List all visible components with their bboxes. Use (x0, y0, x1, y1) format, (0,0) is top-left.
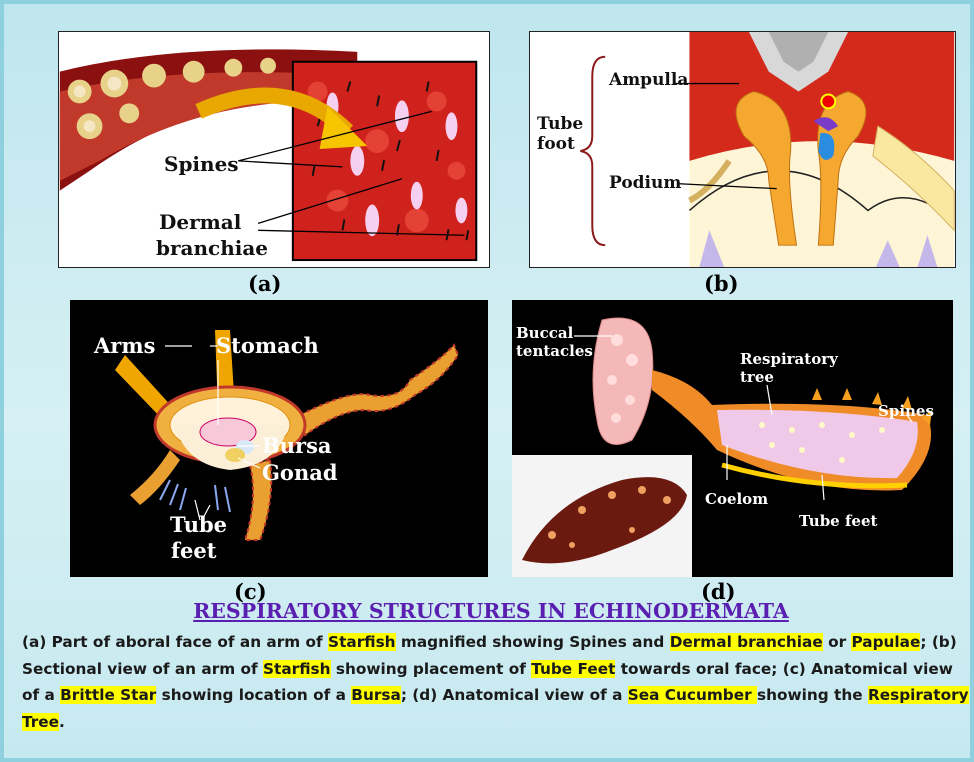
panel-a-starfish-aboral: Spines Dermal branchiae (58, 31, 490, 268)
caption-highlight: Brittle Star (60, 686, 156, 704)
label-foot: foot (537, 136, 575, 154)
label-tube-feet: Tube feet (799, 514, 877, 530)
caption-text: (a) Part of aboral face of an arm of (22, 633, 328, 651)
caption-highlight: Sea Cucumber (628, 686, 757, 704)
label-bursa: Bursa (262, 435, 332, 457)
label-buccal: Buccal (516, 326, 573, 342)
label-tube: Tube (537, 116, 583, 134)
caption-text: showing the (757, 686, 868, 704)
tube-foot-illustration (530, 32, 955, 267)
label-podium: Podium (609, 175, 681, 193)
label-coelom: Coelom (705, 492, 768, 508)
label-ampulla: Ampulla (609, 72, 688, 90)
label-tentacles: tentacles (516, 344, 593, 360)
label-dermal: Dermal (159, 212, 241, 233)
caption-highlight: Papulae (851, 633, 920, 651)
caption-highlight: Dermal branchiae (670, 633, 823, 651)
label-gonad: Gonad (262, 462, 338, 484)
label-tree: tree (740, 370, 774, 386)
panel-b-tube-foot-section: Tube foot Ampulla Podium (529, 31, 956, 268)
panel-b-letter: (b) (704, 271, 739, 296)
panel-d-sea-cucumber: Buccal tentacles Respiratory tree Spines… (512, 300, 953, 577)
panel-a-letter: (a) (248, 271, 281, 296)
caption-text: . (59, 713, 65, 731)
caption-highlight: Tube Feet (531, 660, 615, 678)
caption-highlight: Bursa (351, 686, 401, 704)
caption-text: ; (d) Anatomical view of a (401, 686, 628, 704)
label-respiratory: Respiratory (740, 352, 838, 368)
starfish-arm-illustration (59, 32, 489, 267)
label-spines: Spines (164, 154, 239, 175)
label-stomach: Stomach (216, 335, 319, 357)
label-arms: Arms (94, 335, 155, 357)
caption-text: or (823, 633, 852, 651)
label-spines: Spines (878, 404, 934, 420)
caption-text: showing placement of (331, 660, 532, 678)
caption-highlight: Starfish (328, 633, 396, 651)
label-feet: feet (171, 540, 216, 562)
caption-text: showing location of a (156, 686, 351, 704)
label-branchiae: branchiae (156, 238, 268, 259)
figure-caption: (a) Part of aboral face of an arm of Sta… (22, 629, 972, 735)
panel-c-brittle-star: Arms Stomach Bursa Gonad Tube feet (70, 300, 488, 577)
label-tube: Tube (170, 514, 227, 536)
figure-title: RESPIRATORY STRUCTURES IN ECHINODERMATA (4, 599, 974, 623)
caption-highlight: Starfish (263, 660, 331, 678)
caption-text: magnified showing Spines and (396, 633, 670, 651)
